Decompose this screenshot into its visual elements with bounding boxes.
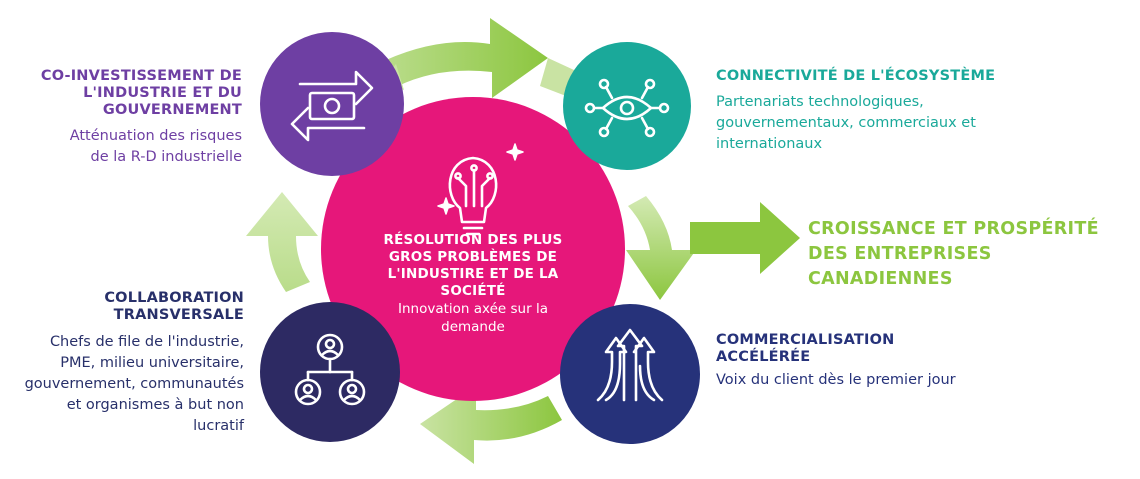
commercial-label: COMMERCIALISATION ACCÉLÉRÉE Voix du clie… (716, 332, 1016, 391)
network-eye-icon (584, 78, 670, 138)
commercial-body-line: Voix du client dès le premier jour (716, 372, 956, 388)
coinvest-body-line: de la R-D industrielle (90, 149, 243, 165)
arrow-connector-top-right (540, 58, 574, 96)
collab-body-line: gouvernement, communautés (24, 376, 244, 392)
center-title-line: RÉSOLUTION DES PLUS (383, 232, 563, 248)
coinvest-body-line: Atténuation des risques (69, 128, 242, 144)
collab-title-line: TRANSVERSALE (113, 307, 244, 323)
ecosystem-body-line: internationaux (716, 136, 823, 152)
collab-body-line: lucratif (193, 418, 244, 434)
outcome-label: CROISSANCE ET PROSPÉRITÉ DES ENTREPRISES… (808, 217, 1138, 292)
coinvest-title-line: L'INDUSTRIE ET DU (83, 85, 242, 101)
center-title-line: L'INDUSTIRE ET DE LA (387, 266, 559, 282)
outcome-line: CROISSANCE ET PROSPÉRITÉ (808, 219, 1099, 239)
arrow-right (626, 196, 696, 300)
center-title-line: SOCIÉTÉ (440, 283, 506, 299)
outcome-line: DES ENTREPRISES CANADIENNES (808, 244, 992, 289)
coinvest-label: CO-INVESTISSEMENT DE L'INDUSTRIE ET DU G… (20, 68, 242, 168)
arrow-top (386, 18, 548, 98)
org-chart-icon (294, 333, 366, 406)
ecosystem-body-line: Partenariats technologiques, (716, 94, 924, 110)
coinvest-title-line: CO-INVESTISSEMENT DE (40, 68, 242, 84)
arrow-left (246, 192, 318, 292)
collab-body-line: Chefs de file de l'industrie, (49, 334, 244, 350)
commercial-circle (560, 304, 700, 444)
collab-label: COLLABORATION TRANSVERSALE Chefs de file… (18, 290, 244, 437)
outcome-arrow (690, 202, 800, 274)
arrow-bottom (420, 386, 562, 464)
money-exchange-icon (290, 70, 374, 142)
center-subtitle-line: Innovation axée sur la (398, 301, 548, 317)
ecosystem-circle (563, 42, 691, 170)
center-title-line: GROS PROBLÈMES DE (388, 249, 558, 265)
center-label: RÉSOLUTION DES PLUS GROS PROBLÈMES DE L'… (368, 232, 578, 336)
collab-title-line: COLLABORATION (104, 290, 244, 306)
center-subtitle-line: demande (441, 319, 505, 335)
ecosystem-title: CONNECTIVITÉ DE L'ÉCOSYSTÈME (716, 68, 996, 84)
growth-arrows-icon (596, 328, 664, 402)
coinvest-circle (260, 32, 404, 176)
center-circle (321, 97, 625, 401)
commercial-title-line: ACCÉLÉRÉE (716, 349, 811, 365)
lightbulb-icon (437, 143, 524, 236)
collab-body-line: PME, milieu universitaire, (60, 355, 244, 371)
ecosystem-label: CONNECTIVITÉ DE L'ÉCOSYSTÈME Partenariat… (716, 68, 1046, 155)
coinvest-title-line: GOUVERNEMENT (102, 102, 242, 118)
collab-body-line: et organismes à but non (66, 397, 244, 413)
commercial-title-line: COMMERCIALISATION (716, 332, 895, 348)
ecosystem-body-line: gouvernementaux, commerciaux et (716, 115, 976, 131)
